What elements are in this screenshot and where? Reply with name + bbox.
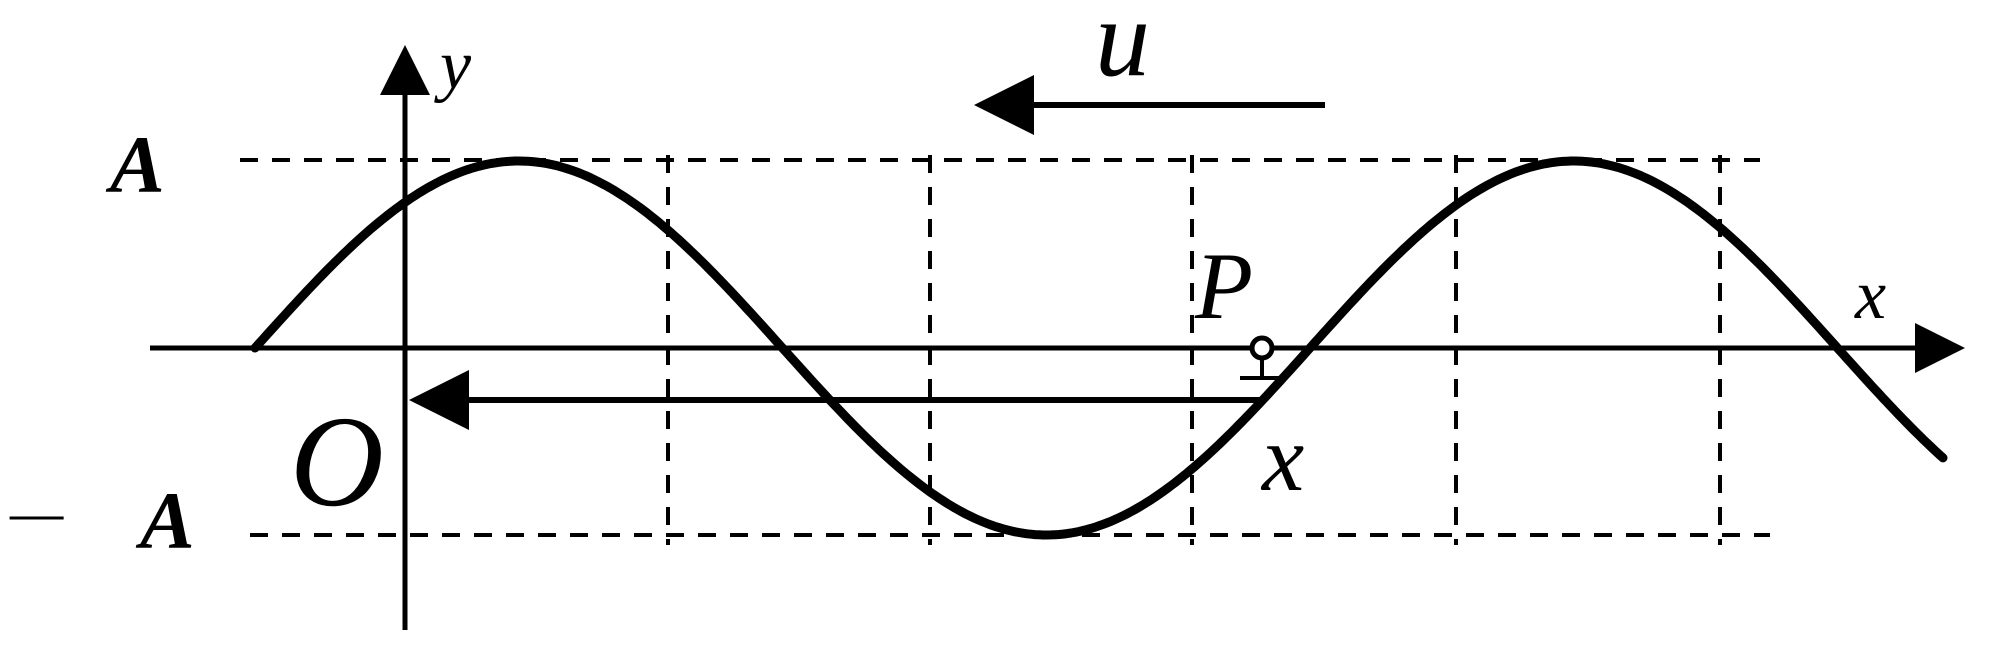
amplitude-top-label: A [105,119,165,210]
x-axis-label: x [1854,257,1886,334]
distance-label: x [1260,405,1304,511]
minus-sign-label: — [9,479,64,545]
velocity-label: u [1095,0,1150,99]
amplitude-bottom-label: A [135,475,195,566]
point-p-marker [1249,335,1275,361]
wave-curve [250,156,1948,540]
point-p-label: P [1194,233,1253,339]
y-axis-label: y [434,27,472,104]
origin-label: O [290,390,384,534]
